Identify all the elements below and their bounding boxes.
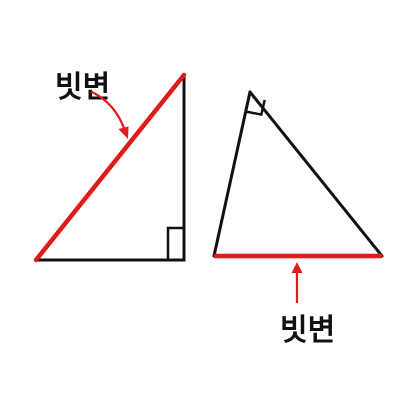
left-hypotenuse (33, 72, 187, 263)
right-triangle (212, 90, 384, 259)
right-right-angle-marker (245, 99, 266, 117)
left-right-angle-marker (166, 226, 184, 260)
left-triangle (33, 72, 187, 263)
right-triangle-left-side (212, 90, 252, 258)
right-triangle-right-side (248, 90, 384, 258)
left-hypotenuse-label: 빗변 (55, 70, 110, 105)
arrow-up-icon (291, 262, 303, 303)
arrow-down-right-icon (90, 90, 129, 139)
right-hypotenuse-label: 빗변 (280, 313, 335, 348)
